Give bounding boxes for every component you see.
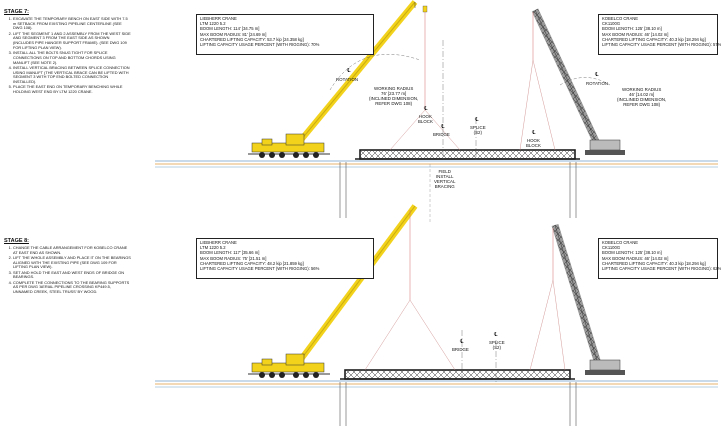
bridge-label: BRIDGE bbox=[433, 132, 450, 137]
crane-info-line: CHARTERED LIFTING CAPACITY: 53.7 kip [24… bbox=[200, 36, 304, 42]
stage8-steps: CHANGE THE CABLE ARRANGEMENT FOR KOBELCO… bbox=[4, 245, 131, 295]
crane-info-line: LIFTING CAPACITY USAGE PERCENT (WITH RIG… bbox=[602, 42, 721, 48]
bridge-label: BRIDGE bbox=[452, 347, 469, 352]
hook-line: BLOCK bbox=[418, 119, 433, 124]
stage7-kobelco-info: KOBELCO CRANE CK1100G BOOM LENGTH: 125' … bbox=[598, 14, 721, 55]
stage8-step: CHANGE THE CABLE ARRANGEMENT FOR KOBELCO… bbox=[13, 245, 131, 255]
crane-info-line: MAX BOOM RADIUS: 46' [14.02 m] bbox=[602, 255, 669, 261]
crane-info-line: BOOM LENGTH: 125' [38.10 m] bbox=[602, 250, 662, 256]
radius-line: (INCLINED DIMENSION, bbox=[369, 96, 419, 101]
kobelco-crane bbox=[519, 8, 625, 155]
crane-info-line: LIFTING CAPACITY USAGE PERCENT (WITH RIG… bbox=[602, 266, 721, 272]
centerline-symbol: ℄ bbox=[347, 68, 351, 74]
hook-block-right: HOOK BLOCK bbox=[526, 138, 541, 148]
crane-info-line: CK1100G bbox=[602, 245, 621, 251]
crane-info-line: LIEBHERR CRANE bbox=[200, 16, 237, 21]
centerline-symbol: ℄ bbox=[460, 339, 464, 345]
rotation-label: ROTATION bbox=[586, 81, 609, 86]
centerline-symbol: ℄ bbox=[441, 124, 445, 130]
kobelco-crane bbox=[529, 223, 625, 375]
centerline-symbol: ℄ bbox=[424, 106, 428, 112]
hook-line: HOOK bbox=[526, 138, 540, 143]
splice-line: (S2) bbox=[473, 130, 482, 135]
crane-info-line: BOOM LENGTH: 117' [35.66 m] bbox=[200, 250, 260, 256]
stage8-kobelco-info: KOBELCO CRANE CK1100G BOOM LENGTH: 125' … bbox=[598, 238, 721, 279]
stage8-liebherr-info: LIEBHERR CRANE LTM 1220 5.2 BOOM LENGTH:… bbox=[196, 238, 374, 279]
hook-line: HOOK bbox=[418, 114, 432, 119]
liebherr-crane bbox=[248, 0, 418, 158]
hook-line: BLOCK bbox=[526, 143, 541, 148]
field-note-line: INSTALL bbox=[435, 174, 454, 179]
crane-info-line: CHARTERED LIFTING CAPACITY: 40.3 kip [18… bbox=[602, 36, 706, 42]
bridge-truss bbox=[355, 149, 580, 160]
centerline-symbol: ℄ bbox=[532, 130, 536, 136]
crane-info-line: LTM 1220 5.2 bbox=[200, 245, 226, 251]
stage8-title: STAGE 8: bbox=[4, 238, 29, 244]
field-note-line: VERTICAL bbox=[434, 179, 456, 184]
centerline-symbol: ℄ bbox=[595, 72, 599, 78]
centerline-symbol: ℄ bbox=[494, 332, 498, 338]
crane-info-line: LTM 1220 5.2 bbox=[200, 21, 226, 27]
radius-line: (INCLINED DIMENSION, bbox=[617, 97, 667, 102]
stage7-steps: EXCAVATE THE TEMPORARY BENCH ON EAST SID… bbox=[4, 16, 131, 95]
field-install-note: FIELD INSTALL VERTICAL BRACING bbox=[434, 169, 455, 189]
radius-line: 46' [14.02 m] bbox=[629, 92, 655, 97]
working-radius-left: WORKING RADIUS 76' [23.77 m] (INCLINED D… bbox=[369, 86, 418, 106]
stage8-step: COMPLETE THE CONNECTIONS TO THE BEARING … bbox=[13, 280, 131, 295]
radius-line: REFER DWG 108) bbox=[623, 102, 661, 107]
field-note-line: FIELD bbox=[438, 169, 451, 174]
splice-line: SPLICE bbox=[470, 125, 486, 130]
crane-info-line: LIFTING CAPACITY USAGE PERCENT (WITH RIG… bbox=[200, 266, 320, 272]
stage8-step: LIFT THE WHOLE ASSEMBLY AND PLACE IT ON … bbox=[13, 255, 131, 270]
hook-block-left: HOOK BLOCK bbox=[418, 114, 433, 124]
splice-line: (S2) bbox=[492, 345, 501, 350]
crane-info-line: BOOM LENGTH: 125' [38.10 m] bbox=[602, 26, 662, 32]
splice-label: SPLICE (S2) bbox=[470, 125, 486, 135]
rotation-label: ROTATION bbox=[336, 77, 359, 82]
stage8-step: SET AND HOLD THE EAST AND WEST ENDS OF B… bbox=[13, 270, 131, 280]
radius-line: 76' [23.77 m] bbox=[381, 91, 407, 96]
radius-line: WORKING RADIUS bbox=[622, 87, 662, 92]
crane-info-line: CHARTERED LIFTING CAPACITY: 40.3 kip [18… bbox=[602, 260, 706, 266]
working-radius-right: WORKING RADIUS 46' [14.02 m] (INCLINED D… bbox=[617, 87, 666, 107]
splice-label: SPLICE (S2) bbox=[489, 340, 505, 350]
stage7-step: INSTALL ALL THE BOLTS SNUG TIGHT FOR SPL… bbox=[13, 50, 131, 65]
crane-info-line: MAX BOOM RADIUS: 75' [21.51 m] bbox=[200, 255, 267, 261]
splice-line: SPLICE bbox=[489, 340, 505, 345]
field-note-line: BRACING bbox=[434, 184, 455, 189]
stage8-drawing bbox=[155, 204, 718, 426]
centerline-symbol: ℄ bbox=[475, 117, 479, 123]
crane-info-line: KOBELCO CRANE bbox=[602, 16, 639, 21]
stage7-step: LIFT THE SEGMENT 1 AND 2 ASSEMBLY FROM T… bbox=[13, 31, 131, 51]
crane-info-line: CK1100G bbox=[602, 21, 621, 27]
stage7-title: STAGE 7: bbox=[4, 9, 29, 15]
crane-info-line: BOOM LENGTH: 114' [34.75 m] bbox=[200, 26, 260, 32]
stage7-step: PLACE THE EAST END ON TEMPORARY BENCHING… bbox=[13, 84, 131, 94]
crane-info-line: KOBELCO CRANE bbox=[602, 240, 639, 245]
crane-info-line: CHARTERED LIFTING CAPACITY: 48.2 kip [21… bbox=[200, 260, 304, 266]
stage7-drawing bbox=[155, 0, 718, 224]
stage7-liebherr-info: LIEBHERR CRANE LTM 1220 5.2 BOOM LENGTH:… bbox=[196, 14, 374, 55]
crane-info-line: MAX BOOM RADIUS: 81' [24.69 m] bbox=[200, 31, 267, 37]
crane-info-line: MAX BOOM RADIUS: 46' [14.02 m] bbox=[602, 31, 669, 37]
liebherr-crane bbox=[248, 204, 418, 378]
crane-info-line: LIFTING CAPACITY USAGE PERCENT (WITH RIG… bbox=[200, 42, 320, 48]
stage7-step: INSTALL VERTICAL BRACING BETWEEN SPLICE … bbox=[13, 65, 131, 85]
crane-info-line: LIEBHERR CRANE bbox=[200, 240, 237, 245]
radius-line: REFER DWG 108) bbox=[375, 101, 413, 106]
stage7-step: EXCAVATE THE TEMPORARY BENCH ON EAST SID… bbox=[13, 16, 131, 31]
radius-line: WORKING RADIUS bbox=[374, 86, 414, 91]
bridge-truss bbox=[340, 369, 575, 380]
